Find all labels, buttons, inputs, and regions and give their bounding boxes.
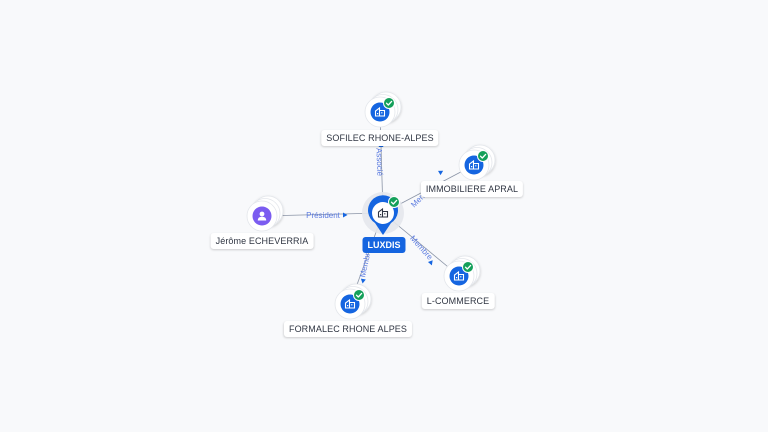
edge-arrow-icon [438, 170, 444, 176]
node-label-echeverria[interactable]: Jérôme ECHEVERRIA [210, 233, 314, 249]
edge-label: Associé [374, 148, 384, 177]
building-icon [344, 298, 356, 309]
node-echeverria[interactable] [246, 195, 284, 232]
verified-check-icon [383, 97, 395, 109]
building-icon [468, 159, 480, 170]
node-label-apral[interactable]: IMMOBILIERE APRAL [420, 181, 524, 197]
node-formalec[interactable] [334, 283, 372, 320]
edge-arrow-icon [343, 212, 348, 218]
node-sofilec[interactable] [364, 91, 402, 128]
edge-arrow-icon [427, 260, 433, 266]
center-node-label[interactable]: LUXDIS [362, 237, 406, 253]
node-label-sofilec[interactable]: SOFILEC RHONE-ALPES [321, 130, 439, 146]
center-node[interactable] [362, 192, 404, 235]
building-icon [377, 207, 389, 218]
verified-check-icon [462, 261, 474, 273]
node-apral[interactable] [458, 144, 496, 181]
building-icon [453, 270, 465, 281]
edge-arrow-icon [360, 278, 366, 284]
node-lcommerce[interactable] [443, 255, 481, 292]
building-icon [374, 106, 386, 117]
node-label-lcommerce[interactable]: L-COMMERCE [421, 293, 495, 309]
verified-check-icon [388, 196, 400, 208]
person-icon [257, 211, 267, 221]
edge-label: Président [306, 211, 341, 220]
edge-label: Membre [408, 234, 435, 262]
node-label-formalec[interactable]: FORMALEC RHONE ALPES [283, 321, 413, 337]
nodes-layer [246, 91, 496, 320]
verified-check-icon [477, 150, 489, 162]
verified-check-icon [353, 289, 365, 301]
